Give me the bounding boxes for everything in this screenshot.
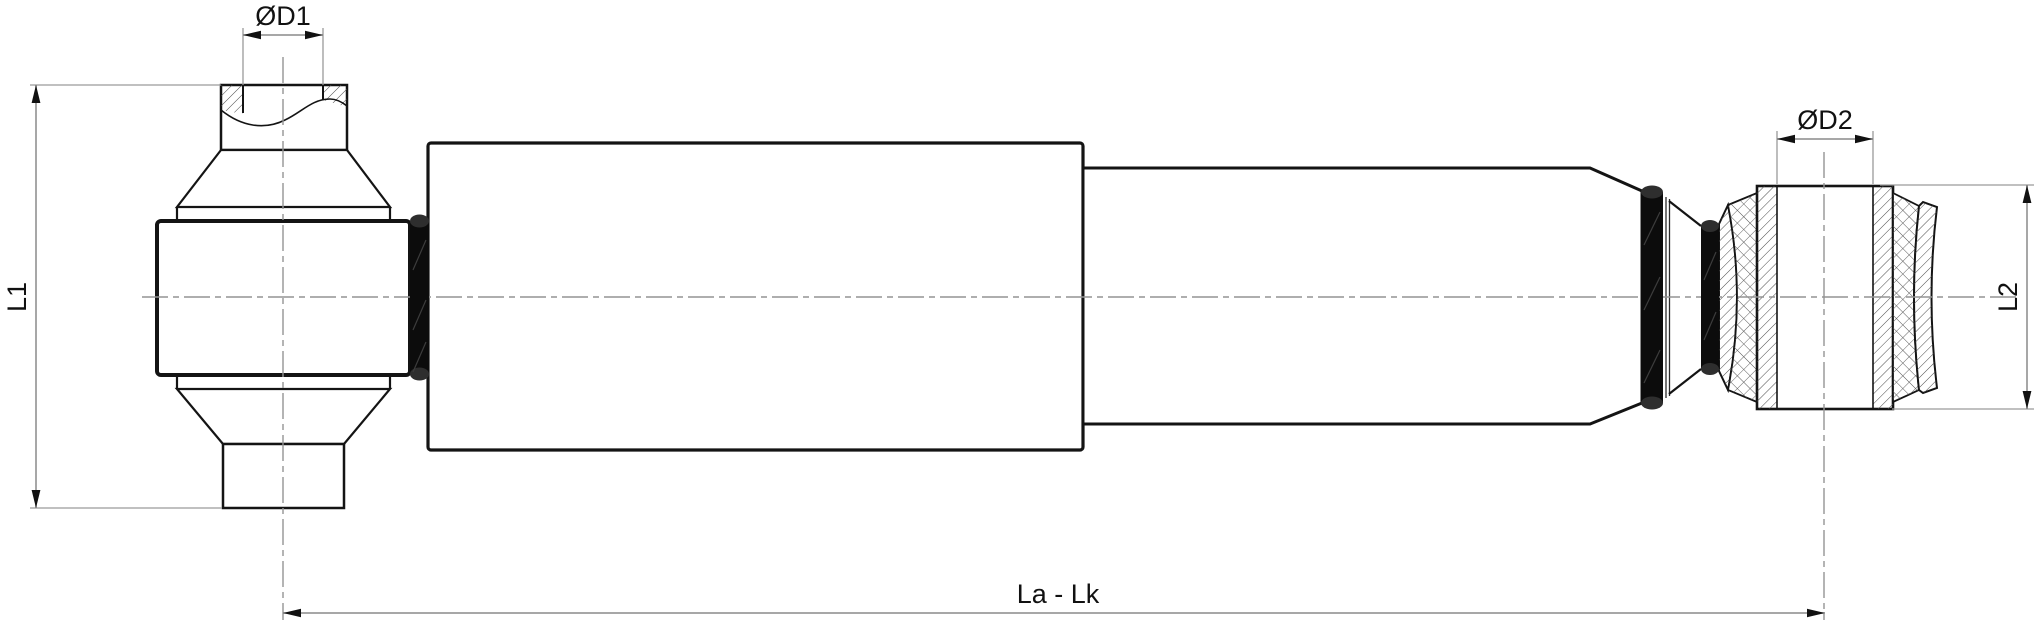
left-seal-ring-cap-top xyxy=(410,214,429,228)
l1-extension-lines xyxy=(30,84,222,509)
rod-seal-ring xyxy=(1641,185,1663,410)
rod-collar-ring xyxy=(1701,220,1719,375)
l1-arrow-bottom xyxy=(31,490,41,508)
eye-upper-step xyxy=(175,207,392,221)
l2-arrow-top xyxy=(2022,185,2032,203)
dimension-l1: L1 xyxy=(2,84,222,509)
pin-bore-edges xyxy=(242,85,324,113)
la-lk-label: La - Lk xyxy=(1017,579,1100,609)
rod-collar-ring-cap-bottom xyxy=(1701,363,1719,375)
rod-collar-ring-body xyxy=(1701,226,1719,369)
rod-end-cone xyxy=(1668,200,1702,395)
d2-arrow-left xyxy=(1777,134,1795,144)
rod-seal-ring-cap-bottom xyxy=(1641,396,1663,410)
d1-arrow-left xyxy=(243,30,261,40)
dimension-la-lk: La - Lk xyxy=(283,579,1825,618)
pin-boss-hatch-left xyxy=(221,85,243,114)
l1-arrow-top xyxy=(31,85,41,103)
d2-label: ØD2 xyxy=(1797,105,1853,135)
rod-seal-ring-body xyxy=(1641,192,1663,403)
d1-label: ØD1 xyxy=(255,1,311,31)
la-lk-arrow-left xyxy=(283,608,301,618)
d2-extension-lines xyxy=(1776,131,1874,184)
la-lk-arrow-right xyxy=(1807,608,1825,618)
l1-label: L1 xyxy=(2,282,32,312)
left-mounting-eye xyxy=(155,83,412,510)
sleeve-wall-left-hatch xyxy=(1757,186,1777,409)
seal-rings xyxy=(410,185,1719,410)
left-seal-ring-body xyxy=(410,221,429,374)
rod-seal-ring-streaks xyxy=(1643,211,1661,384)
eye-lower-step xyxy=(175,375,392,389)
l2-arrow-bottom xyxy=(2022,391,2032,409)
inner-tube xyxy=(1081,166,1644,426)
rod-collar-ring-streaks xyxy=(1703,251,1717,341)
l2-extension-lines xyxy=(1880,184,2034,410)
l2-label: L2 xyxy=(1993,282,2023,312)
rod-seal-ring-cap-top xyxy=(1641,185,1663,199)
d1-extension-lines xyxy=(242,28,324,85)
d2-arrow-right xyxy=(1855,134,1873,144)
left-seal-ring xyxy=(410,214,429,381)
left-seal-ring-cap-bottom xyxy=(410,367,429,381)
left-seal-ring-streaks xyxy=(412,239,427,373)
break-line xyxy=(220,98,348,127)
rod-collar-ring-cap-top xyxy=(1701,220,1719,232)
dimension-l2: L2 xyxy=(1880,184,2034,410)
d1-arrow-right xyxy=(305,30,323,40)
dimension-d2: ØD2 xyxy=(1776,105,1874,184)
dimension-d1: ØD1 xyxy=(242,1,324,85)
